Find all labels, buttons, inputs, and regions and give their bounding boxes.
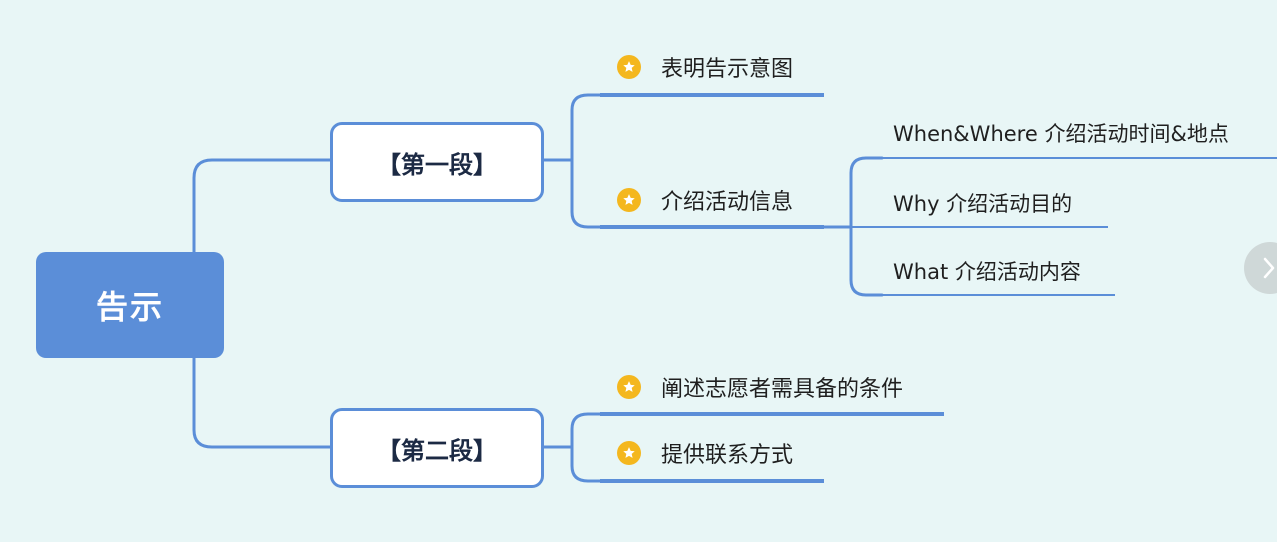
connector-topic-2-detail-1 [822,156,884,229]
detail-node-what[interactable]: What 介绍活动内容 [893,260,1081,284]
connector-topic-2-detail-3 [849,225,884,297]
connector-section-1-topic-1 [570,93,602,162]
star-icon [617,375,641,399]
connector-root-section-1 [192,158,332,254]
topic-node-3[interactable]: 阐述志愿者需具备的条件 [617,371,903,403]
connector-root-section-2 [192,356,332,449]
topic-node-1[interactable]: 表明告示意图 [617,51,793,83]
connector-section-1-topic-2 [570,158,602,229]
star-icon [617,441,641,465]
star-icon [617,55,641,79]
topic-node-4[interactable]: 提供联系方式 [617,437,793,469]
topic-label: 表明告示意图 [661,57,794,82]
chevron-right-icon [1263,257,1275,279]
topic-label: 阐述志愿者需具备的条件 [661,377,904,402]
topic-label: 提供联系方式 [661,443,794,468]
connector-section-2-topic-4 [570,445,602,483]
section-node-second-paragraph[interactable]: 【第二段】 [330,408,544,488]
root-node[interactable]: 告示 [36,252,224,358]
connector-section-2-topic-3 [570,412,602,449]
star-icon [617,188,641,212]
detail-node-why[interactable]: Why 介绍活动目的 [893,192,1073,216]
topic-label: 介绍活动信息 [661,190,794,215]
detail-node-when-where[interactable]: When&Where 介绍活动时间&地点 [893,122,1229,146]
topic-node-2[interactable]: 介绍活动信息 [617,184,793,216]
section-node-first-paragraph[interactable]: 【第一段】 [330,122,544,202]
